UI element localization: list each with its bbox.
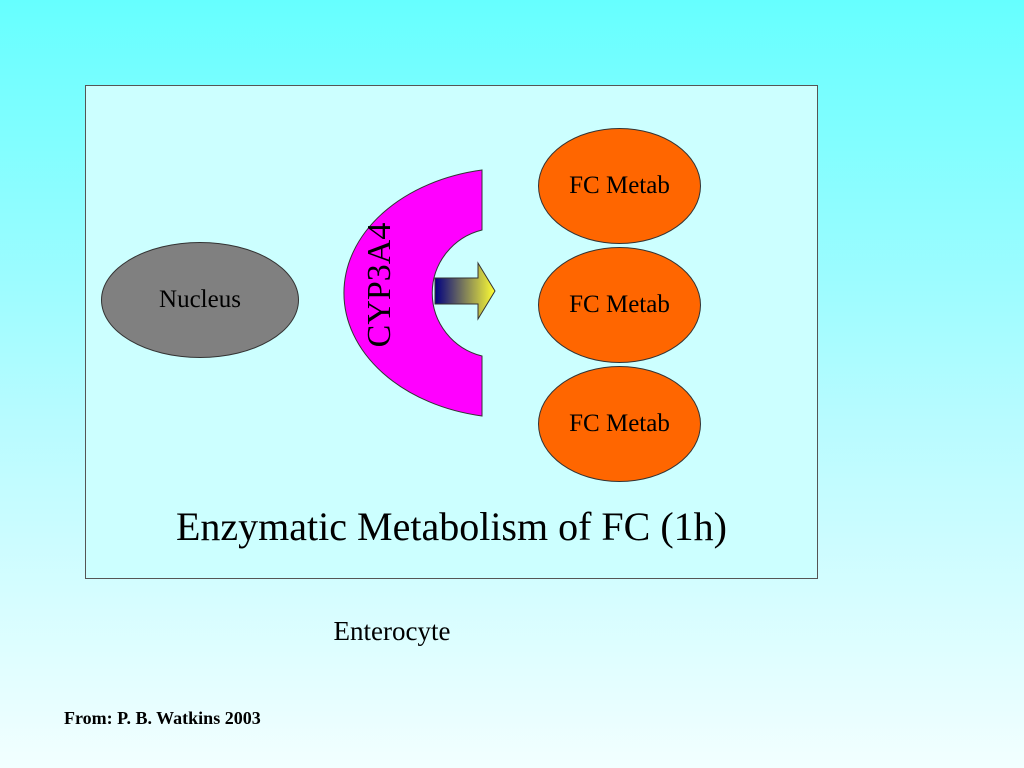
fc-metab-2: FC Metab bbox=[538, 247, 701, 363]
nucleus: Nucleus bbox=[101, 242, 299, 358]
fc-metab-3: FC Metab bbox=[538, 366, 701, 482]
enterocyte-label: Enterocyte bbox=[333, 616, 451, 646]
fc-metab-label: FC Metab bbox=[569, 410, 670, 437]
diagram-title: Enzymatic Metabolism of FC (1h) bbox=[175, 504, 727, 549]
cyp3a4-enzyme-shape bbox=[343, 169, 483, 417]
nucleus-label: Nucleus bbox=[159, 286, 241, 313]
fc-metab-1: FC Metab bbox=[538, 128, 701, 244]
citation: From: P. B. Watkins 2003 bbox=[64, 708, 261, 728]
fc-metab-label: FC Metab bbox=[569, 291, 670, 318]
fc-metab-label: FC Metab bbox=[569, 172, 670, 199]
cyp3a4-label: CYP3A4 bbox=[361, 222, 398, 348]
metabolism-arrow bbox=[434, 261, 496, 321]
